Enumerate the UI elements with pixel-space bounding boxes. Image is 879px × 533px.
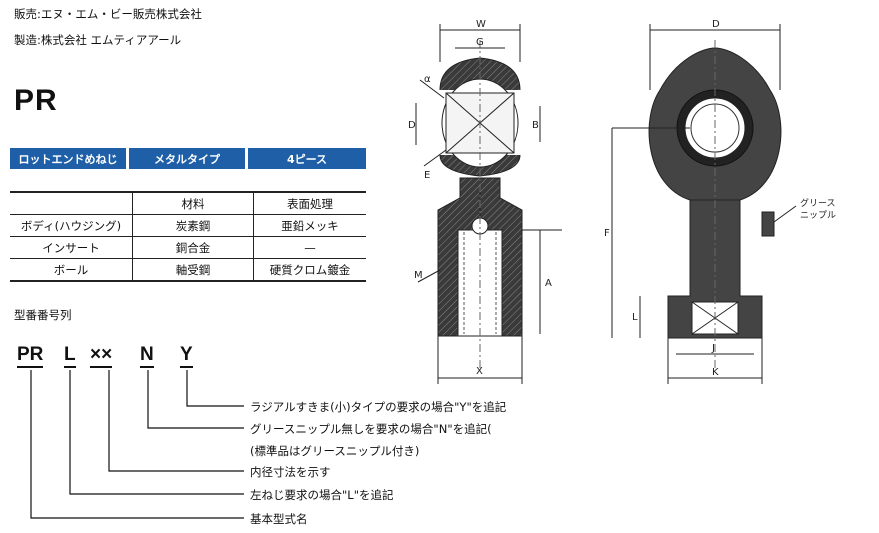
grease-label-1: グリース bbox=[800, 197, 836, 209]
code-l: L bbox=[64, 344, 76, 368]
dim-w: W bbox=[476, 19, 486, 30]
code-y: Y bbox=[180, 344, 193, 368]
materials-table: 材料 表面処理 ボディ(ハウジング) 炭素鋼 亜鉛メッキ インサート 銅合金 —… bbox=[10, 191, 366, 282]
dim-b: B bbox=[532, 120, 539, 131]
category-bar: ロットエンドめねじ メタルタイプ 4ピース bbox=[10, 148, 366, 169]
code-size: ×× bbox=[90, 344, 113, 368]
code-pr: PR bbox=[17, 344, 44, 368]
table-cell: ボディ(ハウジング) bbox=[10, 214, 133, 237]
dim-f: F bbox=[604, 228, 610, 239]
table-cell: 硬質クロム鍍金 bbox=[253, 258, 366, 282]
model-heading: 型番番号列 bbox=[14, 308, 72, 322]
page-title: PR bbox=[14, 84, 58, 117]
dim-x: X bbox=[476, 366, 483, 377]
table-cell: — bbox=[253, 236, 366, 259]
exterior-view-drawing: D F L J K グリース ニップル bbox=[604, 19, 836, 384]
code-n: N bbox=[140, 344, 154, 368]
category-rod-end: ロットエンドめねじ bbox=[10, 148, 126, 169]
table-cell: 炭素鋼 bbox=[132, 214, 254, 237]
desc-n: グリースニップル無しを要求の場合"N"を追記( bbox=[250, 422, 492, 436]
dim-a: A bbox=[545, 278, 552, 289]
dim-d-ball: D bbox=[408, 120, 416, 131]
table-header-cell: 表面処理 bbox=[253, 191, 366, 215]
desc-base: 基本型式名 bbox=[250, 512, 308, 526]
dim-e: E bbox=[424, 170, 430, 181]
table-cell: ボール bbox=[10, 258, 133, 282]
table-row: ボール 軸受鋼 硬質クロム鍍金 bbox=[10, 258, 366, 282]
dim-j: J bbox=[711, 343, 715, 354]
table-header-cell: 材料 bbox=[132, 191, 254, 215]
table-cell: 銅合金 bbox=[132, 236, 254, 259]
table-row: インサート 銅合金 — bbox=[10, 236, 366, 259]
category-four-piece: 4ピース bbox=[248, 148, 366, 169]
dim-alpha: α bbox=[424, 74, 431, 85]
category-metal-type: メタルタイプ bbox=[129, 148, 245, 169]
dim-m: M bbox=[414, 270, 423, 281]
desc-n-note: (標準品はグリースニップル付き) bbox=[250, 444, 420, 458]
maker-text: 製造:株式会社 エムティアアール bbox=[14, 33, 182, 47]
dim-k: K bbox=[712, 367, 719, 378]
table-cell: 軸受鋼 bbox=[132, 258, 254, 282]
grease-label-2: ニップル bbox=[800, 210, 836, 221]
desc-y: ラジアルすきま(小)タイプの要求の場合"Y"を追記 bbox=[250, 400, 507, 414]
table-cell: インサート bbox=[10, 236, 133, 259]
desc-l: 左ねじ要求の場合"L"を追記 bbox=[250, 488, 394, 502]
seller-text: 販売:エヌ・エム・ビー販売株式会社 bbox=[14, 7, 202, 21]
section-view-drawing: W G α D B E A M X bbox=[408, 19, 562, 384]
dim-d-eye: D bbox=[712, 19, 720, 30]
table-header-row: 材料 表面処理 bbox=[10, 191, 366, 215]
table-cell: 亜鉛メッキ bbox=[253, 214, 366, 237]
table-row: ボディ(ハウジング) 炭素鋼 亜鉛メッキ bbox=[10, 214, 366, 237]
desc-size: 内径寸法を示す bbox=[250, 465, 331, 479]
dim-g: G bbox=[476, 37, 484, 48]
dim-l: L bbox=[632, 312, 638, 323]
